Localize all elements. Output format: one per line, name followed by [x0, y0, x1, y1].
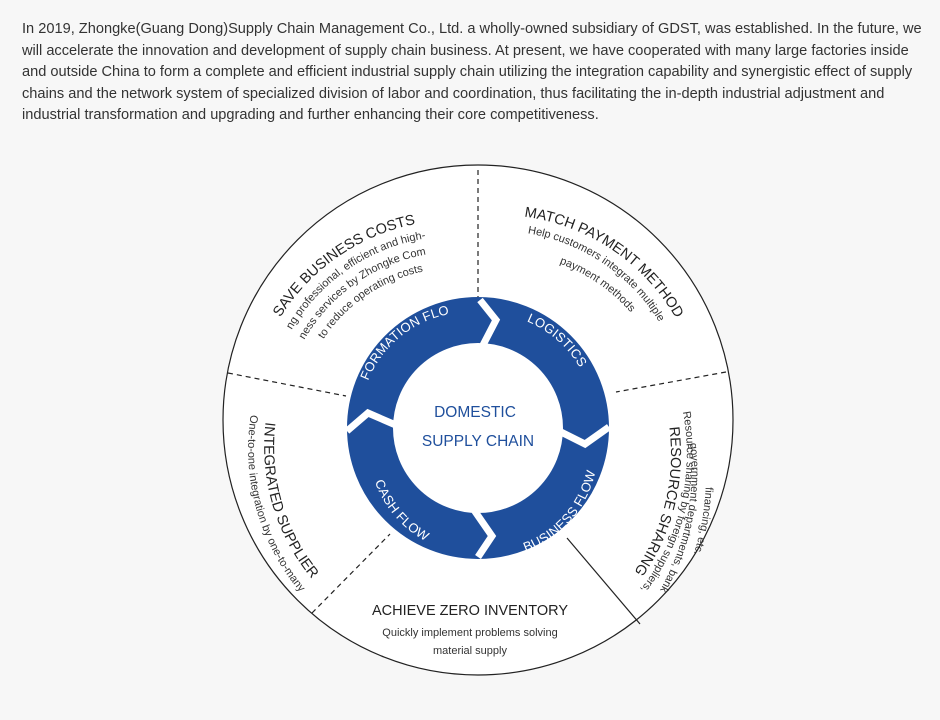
chevron-left	[344, 408, 400, 434]
intro-paragraph: In 2019, Zhongke(Guang Dong)Supply Chain…	[22, 21, 922, 123]
divider-bottom-right	[566, 537, 641, 625]
segment-dividers	[227, 170, 727, 614]
divider-bottom-left	[311, 533, 391, 614]
center-title-line1: DOMESTIC	[434, 404, 516, 421]
chevron-top	[477, 297, 501, 349]
center-disc	[396, 346, 560, 510]
chevron-bottom	[471, 508, 497, 559]
ring-chevrons	[344, 297, 612, 559]
flow-ring	[347, 297, 609, 559]
segment-zero-inventory-desc1: Quickly implement problems solving	[382, 627, 557, 639]
divider-right	[615, 371, 727, 393]
center-title-line2: SUPPLY CHAIN	[422, 433, 534, 450]
segment-zero-inventory-title: ACHIEVE ZERO INVENTORY	[372, 603, 568, 619]
divider-left	[227, 372, 347, 397]
chevron-right	[555, 424, 612, 449]
segment-zero-inventory-desc2: material supply	[433, 645, 507, 657]
